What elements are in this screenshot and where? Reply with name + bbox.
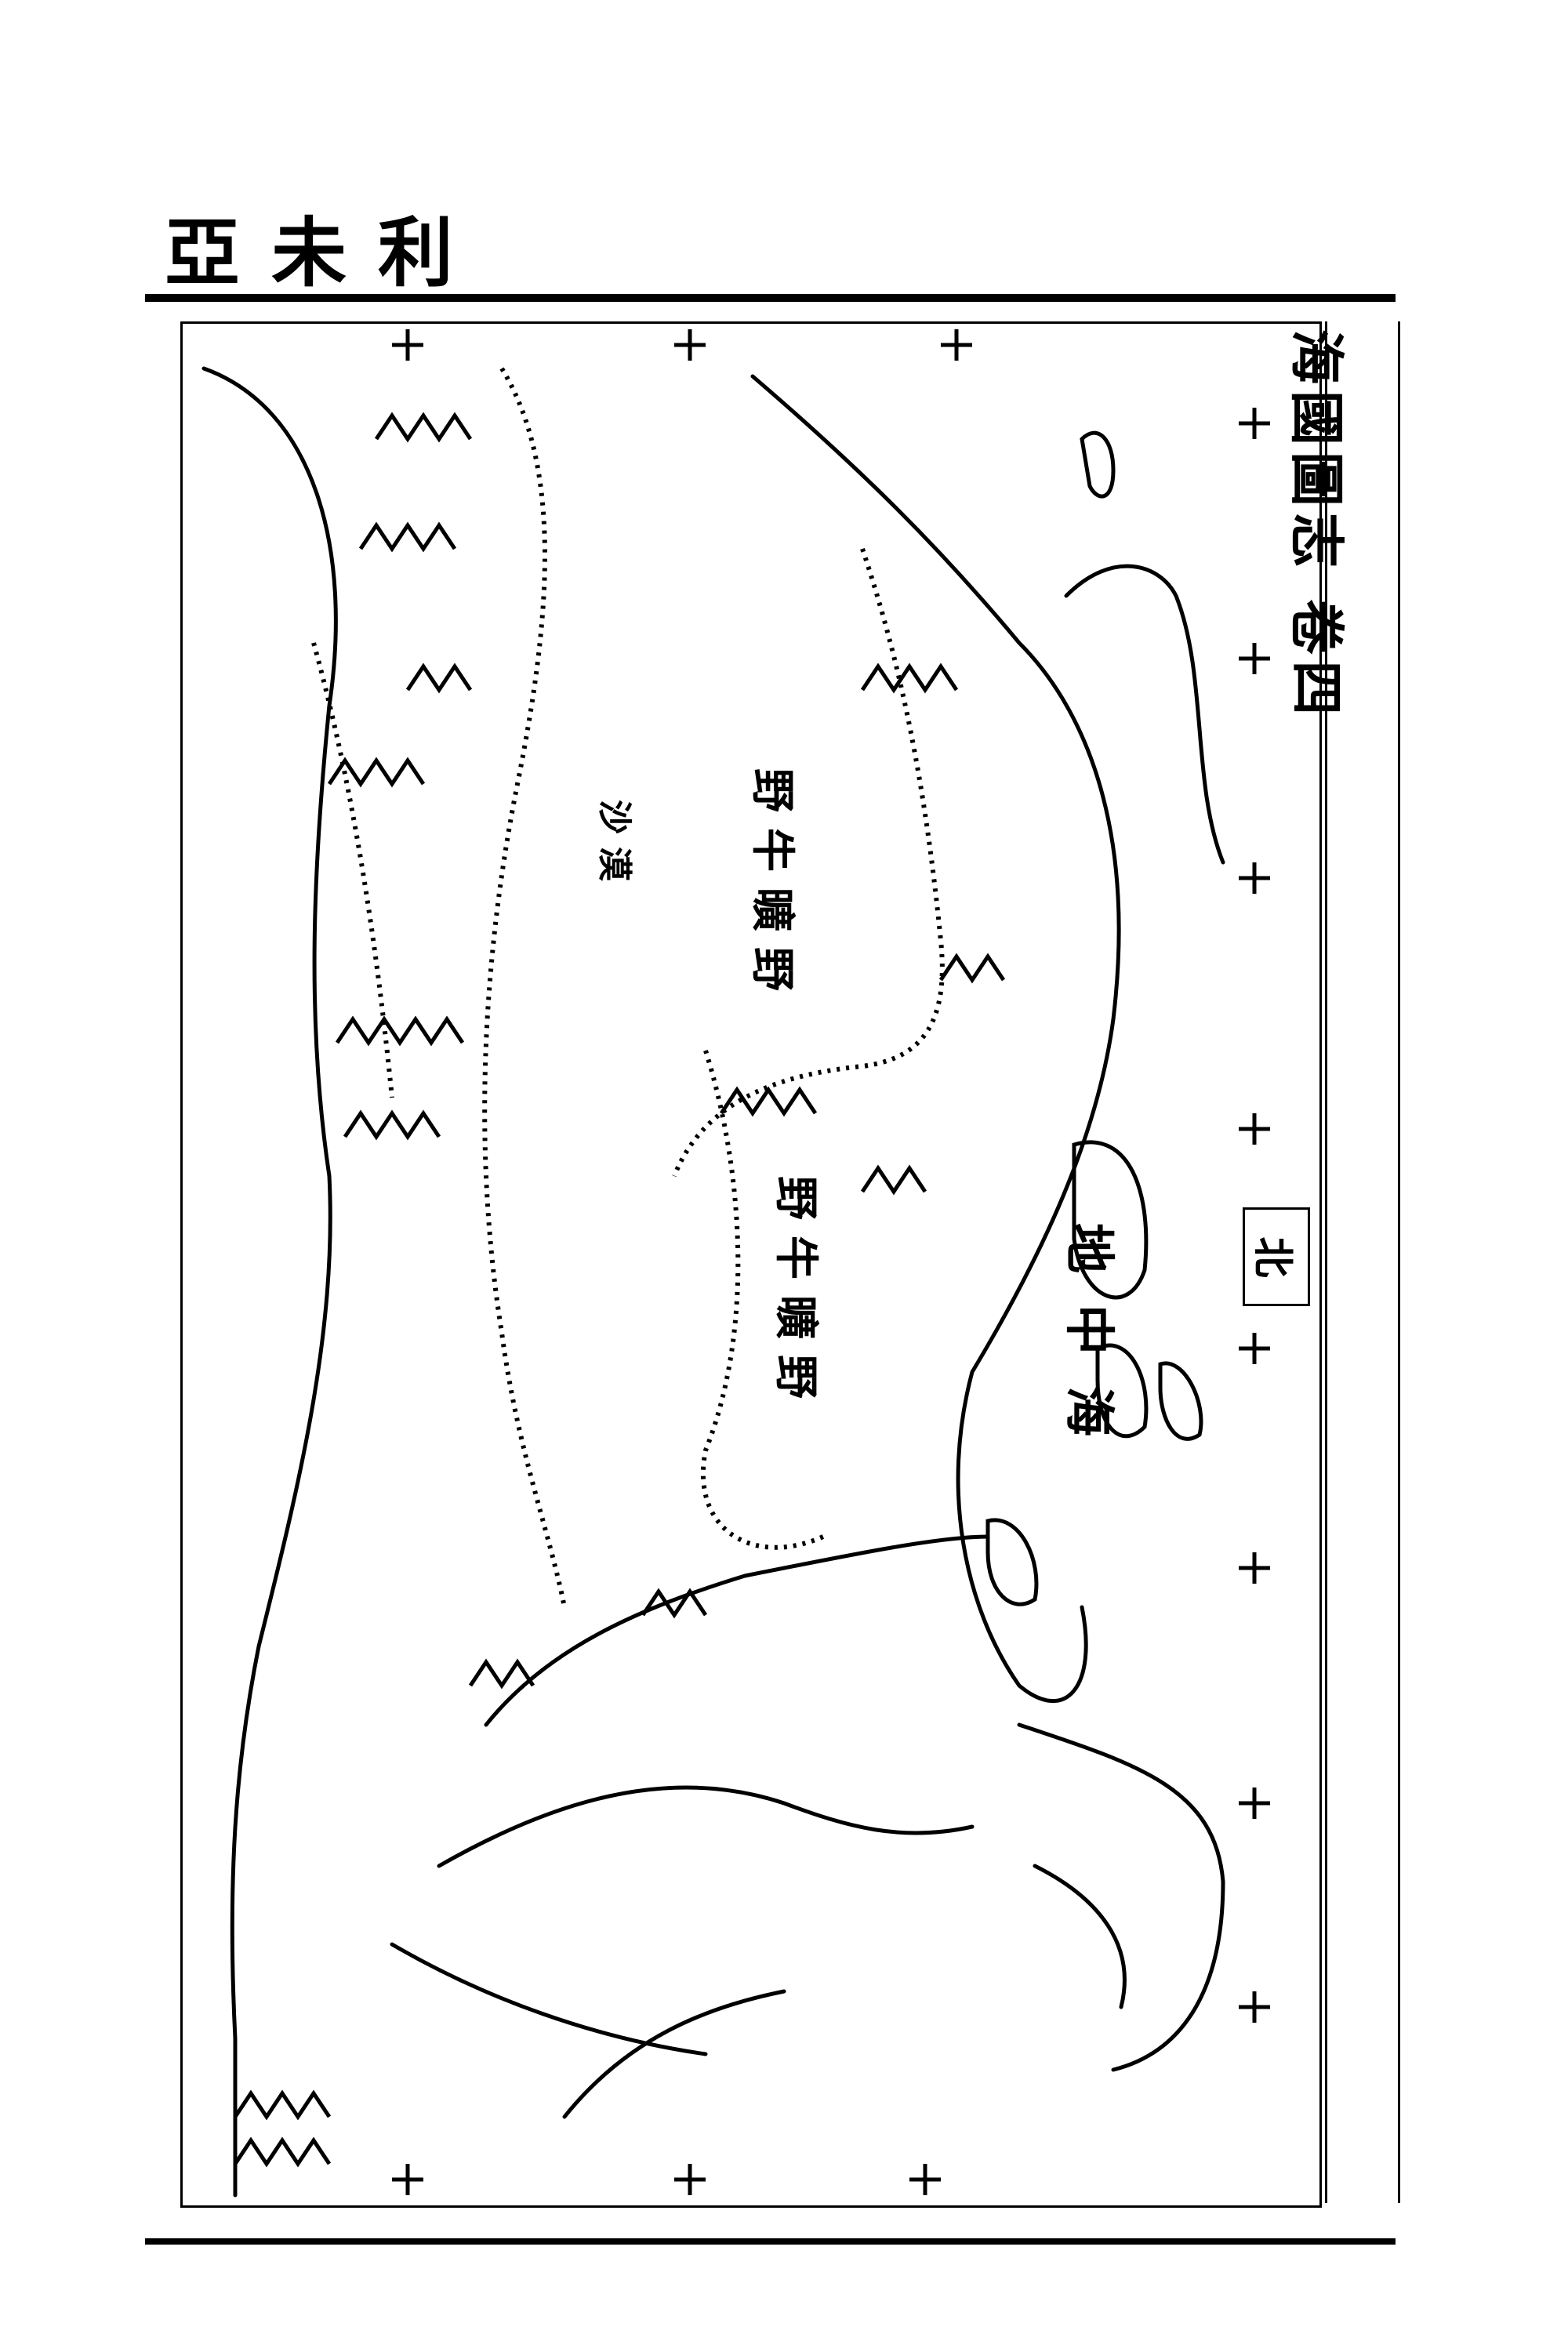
label-mediterranean-sea: 地中海 (1059, 1223, 1118, 1468)
island-oval-3 (985, 1518, 1039, 1606)
mountain-chain-7 (468, 1588, 708, 1690)
compass-north-label: 北 (1248, 1236, 1297, 1278)
boundary-2 (672, 548, 945, 1178)
river-3 (390, 1942, 708, 2056)
compass-north-box: 北 (1243, 1207, 1310, 1306)
mountain-chain-1 (358, 412, 473, 553)
header-column (1325, 321, 1400, 2203)
map-title: 利未亞 (165, 209, 485, 297)
island-oval-1 (1072, 1140, 1149, 1300)
mountain-chain-3 (335, 1015, 465, 1141)
grid-marks (392, 329, 1270, 2195)
island-oval-4 (1158, 1361, 1203, 1441)
red-sea-coast (1017, 1722, 1225, 2072)
label-wilderness-1: 野牛曠野 (746, 768, 798, 1007)
boundary-3 (700, 1050, 825, 1550)
river-4 (562, 1989, 786, 2119)
mountain-chain-2 (327, 662, 473, 788)
mountain-chain-4 (719, 1086, 927, 1196)
label-wilderness-2: 野牛曠野 (770, 1176, 822, 1414)
map-outer-frame (145, 294, 1396, 2245)
coastline-east (750, 374, 1121, 1704)
coastline-west (201, 366, 338, 2198)
label-desert: 沙漠 (594, 800, 634, 894)
boundary-1 (482, 367, 567, 1608)
mountain-chain-5 (860, 662, 1006, 984)
river-2 (437, 1785, 975, 1868)
coast-bay (1064, 564, 1225, 865)
island-shape (1080, 430, 1116, 499)
mountain-chain-6 (233, 2089, 332, 2168)
river-1 (484, 1534, 990, 1727)
boundary-4 (311, 642, 394, 1098)
map-inner-frame (180, 321, 1322, 2208)
island-oval-2 (1095, 1343, 1149, 1439)
